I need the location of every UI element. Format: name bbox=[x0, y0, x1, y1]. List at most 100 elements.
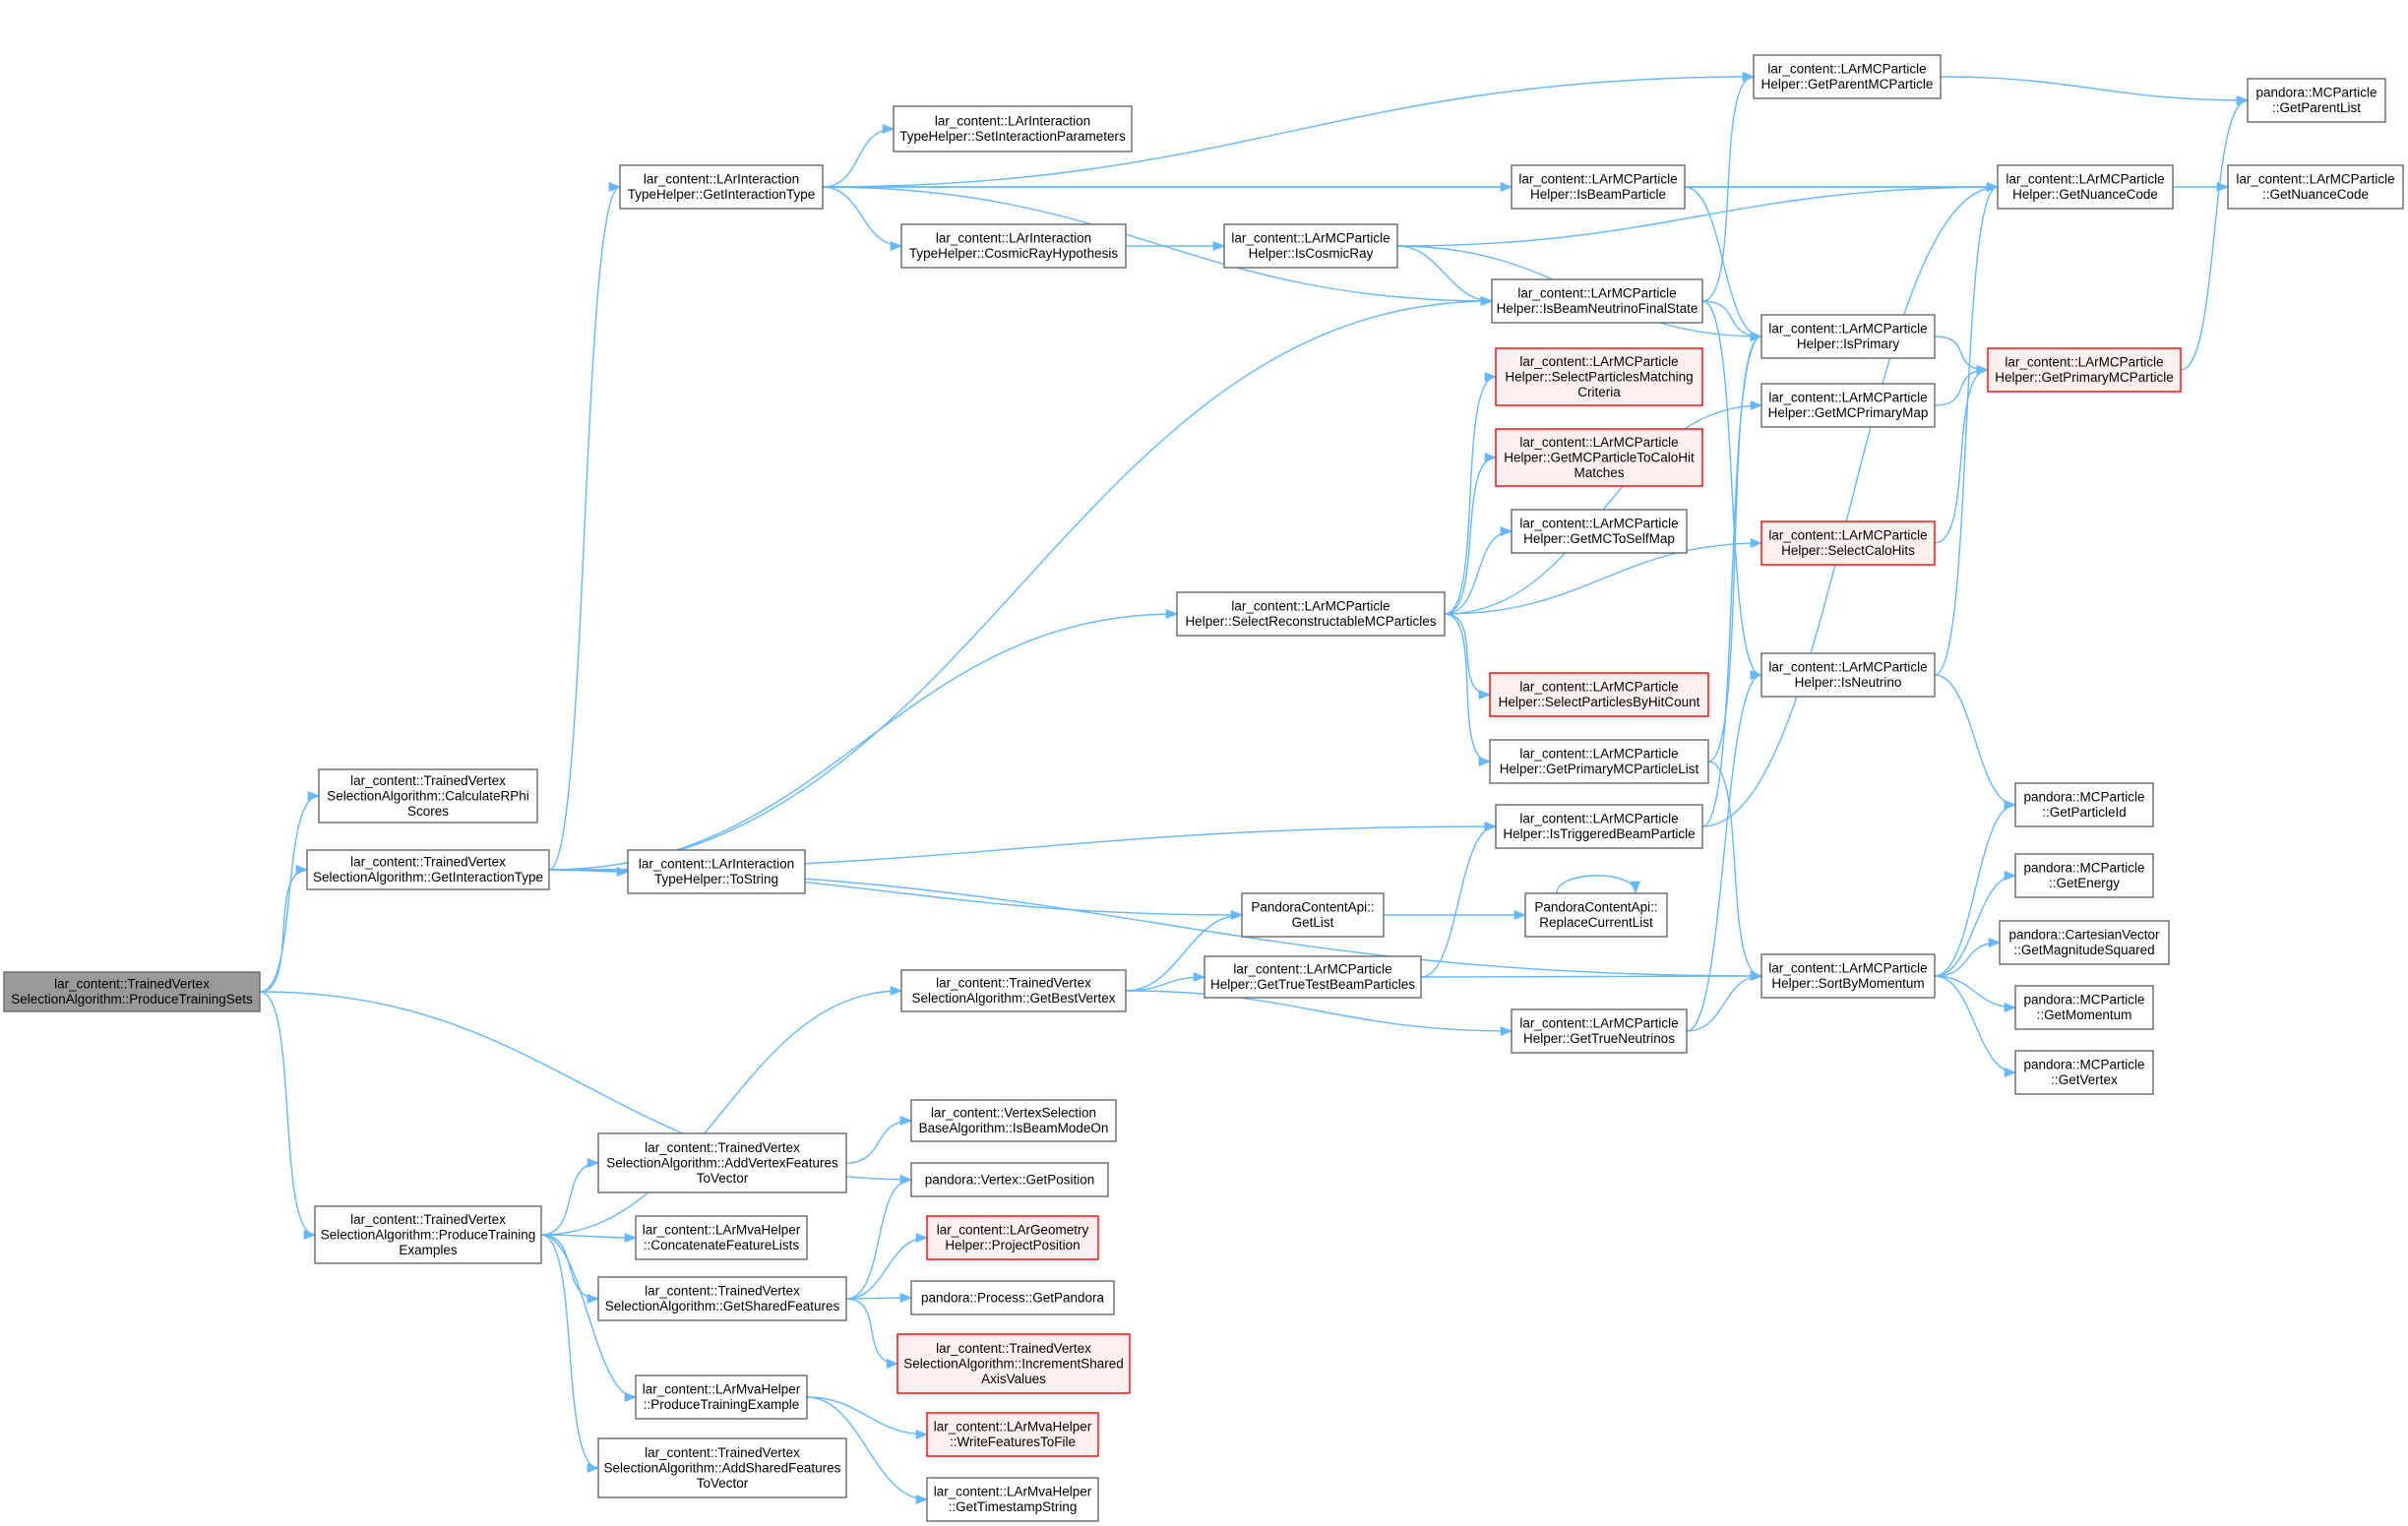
node-getBestVertex[interactable]: lar_content::TrainedVertexSelectionAlgor… bbox=[900, 969, 1127, 1012]
node-litCosmic[interactable]: lar_content::LArInteractionTypeHelper::C… bbox=[900, 223, 1127, 269]
node-replaceList[interactable]: PandoraContentApi::ReplaceCurrentList bbox=[1524, 892, 1668, 938]
node-getIntType[interactable]: lar_content::TrainedVertexSelectionAlgor… bbox=[306, 849, 550, 890]
node-label-line: pandora::Vertex::GetPosition bbox=[925, 1172, 1095, 1187]
node-box bbox=[3, 971, 261, 1012]
edge-getPrimaryMC-to-pGetParentList bbox=[2180, 95, 2250, 371]
node-label-line: SelectionAlgorithm::GetBestVertex bbox=[911, 991, 1115, 1006]
node-label-line: Criteria bbox=[1577, 385, 1621, 399]
node-getShared[interactable]: lar_content::TrainedVertexSelectionAlgor… bbox=[597, 1276, 847, 1321]
node-selByHitCount[interactable]: lar_content::LArMCParticleHelper::Select… bbox=[1489, 672, 1709, 717]
node-pGetParticleId[interactable]: pandora::MCParticle::GetParticleId bbox=[2014, 782, 2154, 827]
edge-getShared-to-projectPos bbox=[845, 1232, 929, 1300]
node-getMCToCalo[interactable]: lar_content::LArMCParticleHelper::GetMCP… bbox=[1495, 428, 1703, 487]
node-getPandora[interactable]: pandora::Process::GetPandora bbox=[910, 1280, 1115, 1315]
node-label-line: ::GetVertex bbox=[2051, 1072, 2118, 1087]
node-label-line: pandora::MCParticle bbox=[2255, 86, 2377, 100]
node-box bbox=[1997, 164, 2174, 210]
node-getTrueTestBeam[interactable]: lar_content::LArMCParticleHelper::GetTru… bbox=[1204, 955, 1422, 999]
node-box bbox=[910, 1280, 1115, 1315]
node-litToString[interactable]: lar_content::LArInteractionTypeHelper::T… bbox=[627, 849, 806, 894]
node-label-line: lar_content::LArMCParticle bbox=[2236, 172, 2394, 187]
edge-getIntType-to-isBeamNuFS bbox=[548, 295, 1494, 871]
node-isNeutrino[interactable]: lar_content::LArMCParticleHelper::IsNeut… bbox=[1760, 652, 1936, 698]
node-getNuanceCode[interactable]: lar_content::LArMCParticleHelper::GetNua… bbox=[1997, 164, 2174, 210]
edge-getShared-to-getPandora bbox=[845, 1292, 913, 1304]
node-label-line: Helper::GetTrueTestBeamParticles bbox=[1210, 977, 1415, 992]
node-vtxGetPos[interactable]: pandora::Vertex::GetPosition bbox=[910, 1162, 1109, 1197]
node-isPrimary[interactable]: lar_content::LArMCParticleHelper::IsPrim… bbox=[1760, 314, 1936, 359]
edge-selRecoMC-to-getMCToCalo bbox=[1444, 453, 1498, 615]
node-pGetMomentum[interactable]: pandora::MCParticle::GetMomentum bbox=[2014, 985, 2154, 1030]
edge-addVertexFeat-to-isBeamModeOn bbox=[845, 1115, 913, 1164]
edges-layer bbox=[259, 71, 2250, 1505]
node-getTrueNu[interactable]: lar_content::LArMCParticleHelper::GetTru… bbox=[1511, 1008, 1688, 1054]
node-box bbox=[597, 1276, 847, 1321]
node-writeFeat[interactable]: lar_content::LArMvaHelper::WriteFeatures… bbox=[926, 1412, 1099, 1457]
node-pGetParentList[interactable]: pandora::MCParticle::GetParentList bbox=[2247, 78, 2386, 123]
node-projectPos[interactable]: lar_content::LArGeometryHelper::ProjectP… bbox=[926, 1215, 1099, 1260]
node-getPrimaryMC[interactable]: lar_content::LArMCParticleHelper::GetPri… bbox=[1987, 347, 2182, 393]
node-selPartMatch[interactable]: lar_content::LArMCParticleHelper::Select… bbox=[1495, 347, 1703, 406]
node-pGetEnergy[interactable]: pandora::MCParticle::GetEnergy bbox=[2014, 853, 2154, 898]
edge-isBeamNuFS-to-isPrimary bbox=[1701, 300, 1763, 342]
node-label-line: Scores bbox=[407, 804, 449, 819]
node-calcRPhi[interactable]: lar_content::TrainedVertexSelectionAlgor… bbox=[318, 768, 538, 824]
node-pGetNuanceCode[interactable]: lar_content::LArMCParticle::GetNuanceCod… bbox=[2227, 164, 2404, 210]
node-label-line: lar_content::LArMCParticle bbox=[1519, 354, 1678, 369]
node-pGetVertex[interactable]: pandora::MCParticle::GetVertex bbox=[2014, 1050, 2154, 1095]
node-addVertexFeat[interactable]: lar_content::TrainedVertexSelectionAlgor… bbox=[597, 1132, 847, 1193]
edge-root-to-prodTrainEx bbox=[259, 991, 317, 1240]
node-pcaGetList[interactable]: PandoraContentApi::GetList bbox=[1241, 892, 1385, 938]
node-sortByMomentum[interactable]: lar_content::LArMCParticleHelper::SortBy… bbox=[1760, 953, 1936, 999]
node-label-line: ReplaceCurrentList bbox=[1539, 915, 1653, 930]
node-litSetIntParams[interactable]: lar_content::LArInteractionTypeHelper::S… bbox=[893, 105, 1133, 153]
node-pGetMagSq[interactable]: pandora::CartesianVector::GetMagnitudeSq… bbox=[1999, 920, 2170, 965]
edge-isCosmicRay-to-isBeamNuFS bbox=[1396, 245, 1494, 307]
node-box bbox=[910, 1099, 1117, 1142]
edge-prodTrainEx-to-getBestVertex bbox=[540, 985, 903, 1236]
node-getParentMC[interactable]: lar_content::LArMCParticleHelper::GetPar… bbox=[1753, 54, 1942, 99]
node-isBeamParticle[interactable]: lar_content::LArMCParticleHelper::IsBeam… bbox=[1511, 164, 1686, 210]
node-isCosmicRay[interactable]: lar_content::LArMCParticleHelper::IsCosm… bbox=[1223, 223, 1398, 269]
edge-selRecoMC-to-selCaloHits bbox=[1444, 537, 1763, 615]
node-label-line: Helper::ProjectPosition bbox=[945, 1238, 1080, 1252]
edge-getTrueTestBeam-to-isTriggeredBeam bbox=[1420, 822, 1498, 978]
node-getMCToSelf[interactable]: lar_content::LArMCParticleHelper::GetMCT… bbox=[1511, 509, 1688, 554]
node-concatFeat[interactable]: lar_content::LArMvaHelper::ConcatenateFe… bbox=[635, 1215, 808, 1260]
node-selCaloHits[interactable]: lar_content::LArMCParticleHelper::Select… bbox=[1760, 520, 1936, 566]
node-label-line: lar_content::TrainedVertex bbox=[350, 773, 506, 788]
node-box bbox=[1495, 804, 1703, 849]
node-box bbox=[910, 1162, 1109, 1197]
node-isBeamModeOn[interactable]: lar_content::VertexSelectionBaseAlgorith… bbox=[910, 1099, 1117, 1142]
edge-prodTrainEx-to-addSharedFeat bbox=[540, 1234, 600, 1473]
node-selRecoMC[interactable]: lar_content::LArMCParticleHelper::Select… bbox=[1176, 591, 1446, 637]
edge-prodTrainEx-to-addVertexFeat bbox=[540, 1157, 600, 1236]
node-isTriggeredBeam[interactable]: lar_content::LArMCParticleHelper::IsTrig… bbox=[1495, 804, 1703, 849]
edge-isNeutrino-to-pGetParticleId bbox=[1934, 674, 2017, 811]
node-label-line: SelectionAlgorithm::ProduceTraining bbox=[321, 1227, 536, 1242]
node-box bbox=[900, 223, 1127, 269]
node-getTimestamp[interactable]: lar_content::LArMvaHelper::GetTimestampS… bbox=[926, 1477, 1099, 1522]
node-label-line: Helper::SelectCaloHits bbox=[1781, 543, 1915, 558]
node-prodTrainExMva[interactable]: lar_content::LArMvaHelper::ProduceTraini… bbox=[635, 1374, 808, 1420]
node-label-line: SelectionAlgorithm::GetSharedFeatures bbox=[605, 1299, 840, 1313]
node-box bbox=[1511, 1008, 1688, 1054]
node-incShared[interactable]: lar_content::TrainedVertexSelectionAlgor… bbox=[896, 1333, 1131, 1394]
node-box bbox=[2014, 853, 2154, 898]
node-root: lar_content::TrainedVertexSelectionAlgor… bbox=[3, 971, 261, 1012]
node-label-line: pandora::MCParticle bbox=[2023, 1058, 2144, 1072]
edge-isCosmicRay-to-getNuanceCode bbox=[1396, 181, 2000, 247]
node-prodTrainEx[interactable]: lar_content::TrainedVertexSelectionAlgor… bbox=[314, 1205, 542, 1264]
node-label-line: lar_content::LArMCParticle bbox=[1519, 680, 1678, 695]
node-label-line: lar_content::TrainedVertex bbox=[645, 1140, 800, 1155]
node-litGetIntType[interactable]: lar_content::LArInteractionTypeHelper::G… bbox=[619, 164, 824, 210]
node-box bbox=[2014, 985, 2154, 1030]
node-getMCPrimaryMap[interactable]: lar_content::LArMCParticleHelper::GetMCP… bbox=[1760, 383, 1936, 428]
node-label-line: lar_content::TrainedVertex bbox=[350, 1212, 506, 1227]
node-isBeamNuFS[interactable]: lar_content::LArMCParticleHelper::IsBeam… bbox=[1491, 278, 1703, 324]
node-box bbox=[900, 969, 1127, 1012]
node-label-line: lar_content::LArMCParticle bbox=[1518, 172, 1677, 187]
node-getPrimaryList[interactable]: lar_content::LArMCParticleHelper::GetPri… bbox=[1489, 739, 1709, 784]
node-addSharedFeat[interactable]: lar_content::TrainedVertexSelectionAlgor… bbox=[597, 1437, 847, 1498]
node-label-line: lar_content::LArMCParticle bbox=[1519, 435, 1678, 450]
